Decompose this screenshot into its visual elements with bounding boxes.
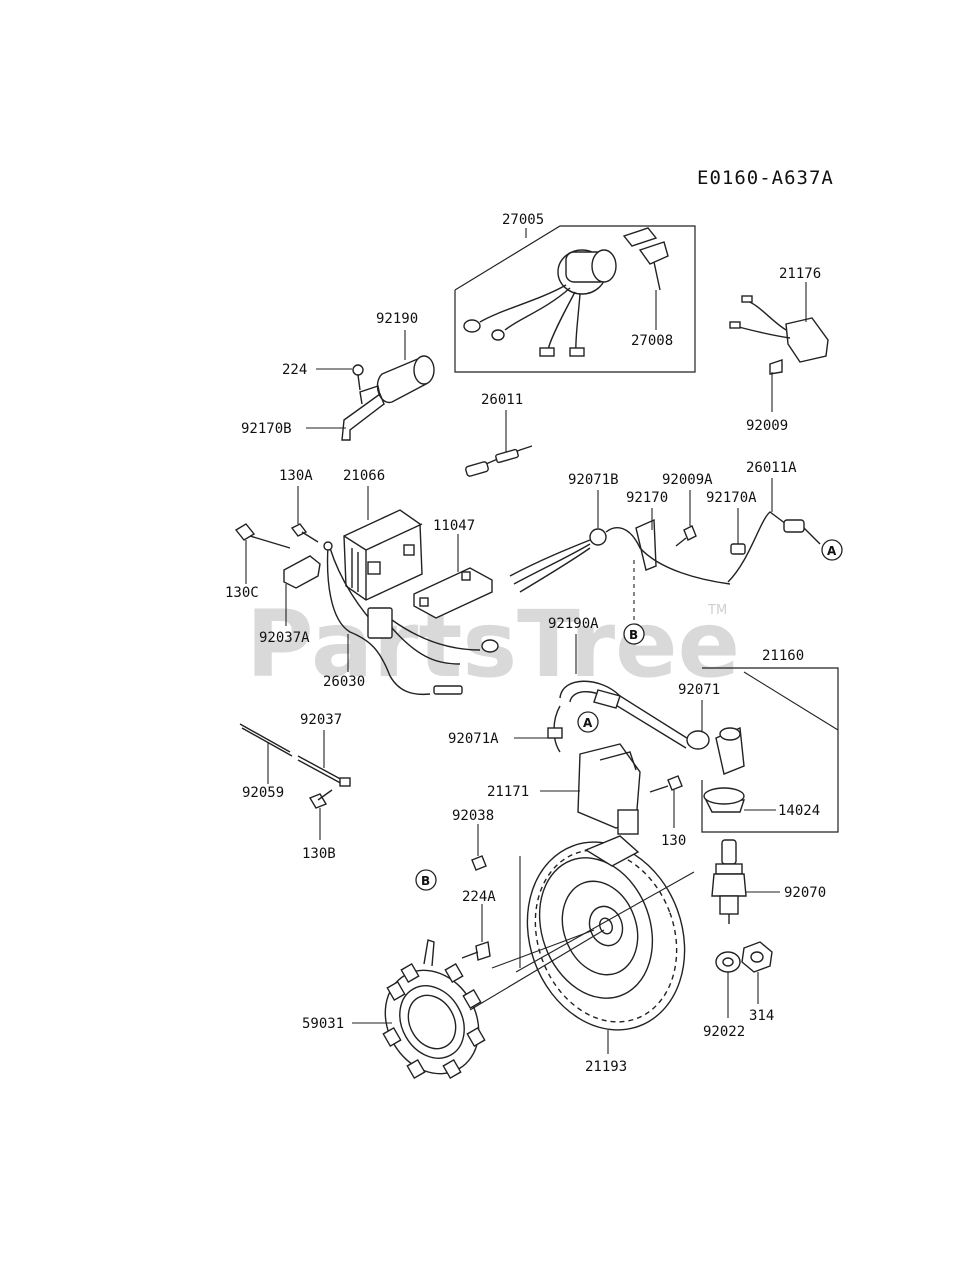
ref-circle-a-top: A xyxy=(821,539,843,561)
part-130-bolt[interactable] xyxy=(649,775,683,793)
label-59031: 59031 xyxy=(302,1016,344,1032)
part-21176-module[interactable] xyxy=(729,295,829,375)
part-21171-ignition-coil[interactable] xyxy=(547,705,641,835)
label-92022: 92022 xyxy=(703,1024,745,1040)
part-224A-screw[interactable] xyxy=(461,941,491,961)
ref-circle-b-lower: B xyxy=(415,869,437,891)
label-27008: 27008 xyxy=(631,333,673,349)
part-92038-key[interactable] xyxy=(471,855,487,871)
label-92190A: 92190A xyxy=(548,616,599,632)
watermark-trademark: TM xyxy=(707,603,727,618)
label-92009: 92009 xyxy=(746,418,788,434)
part-92022-washer[interactable] xyxy=(715,951,741,973)
label-92037: 92037 xyxy=(300,712,342,728)
ref-circle-b-upper: B xyxy=(623,623,645,645)
part-59031-stator[interactable] xyxy=(367,939,497,1091)
part-21160-plug-cap-group xyxy=(701,667,839,833)
part-26011A-lead[interactable] xyxy=(727,511,821,583)
label-21176: 21176 xyxy=(779,266,821,282)
label-92038: 92038 xyxy=(452,808,494,824)
part-130B-bolt[interactable] xyxy=(308,789,333,809)
label-26011: 26011 xyxy=(481,392,523,408)
label-92071A: 92071A xyxy=(448,731,499,747)
part-92170-clamp[interactable] xyxy=(605,518,731,585)
label-130: 130 xyxy=(661,833,686,849)
part-92009A-screw[interactable] xyxy=(675,525,697,547)
label-224A: 224A xyxy=(462,889,496,905)
svg-text:B: B xyxy=(629,628,638,642)
label-92037A: 92037A xyxy=(259,630,310,646)
part-26011-lead-wire[interactable] xyxy=(465,445,533,477)
key-switch-assembly[interactable] xyxy=(454,225,696,373)
part-92070-spark-plug[interactable] xyxy=(711,839,747,924)
svg-text:B: B xyxy=(421,874,430,888)
part-92059-pin[interactable] xyxy=(239,723,293,757)
label-21160: 21160 xyxy=(762,648,804,664)
part-92190-capacitor[interactable] xyxy=(376,355,435,404)
part-130A-bolt[interactable] xyxy=(290,523,319,543)
part-130C-bolt[interactable] xyxy=(234,523,291,549)
part-plug-cap[interactable] xyxy=(715,726,745,775)
label-92070: 92070 xyxy=(784,885,826,901)
part-11047-bracket[interactable] xyxy=(413,567,493,619)
ref-circle-a-lower: A xyxy=(577,711,599,733)
label-26030: 26030 xyxy=(323,674,365,690)
svg-text:A: A xyxy=(583,716,593,730)
label-224: 224 xyxy=(282,362,307,378)
label-11047: 11047 xyxy=(433,518,475,534)
part-14024-cap-boot[interactable] xyxy=(703,787,745,813)
label-130A: 130A xyxy=(279,468,313,484)
label-92170B: 92170B xyxy=(241,421,292,437)
label-92170: 92170 xyxy=(626,490,668,506)
label-314: 314 xyxy=(749,1008,774,1024)
part-92071-grommet[interactable] xyxy=(686,730,710,750)
label-14024: 14024 xyxy=(778,803,820,819)
part-92071B-grommet[interactable] xyxy=(509,528,607,593)
part-92190A-hightension-lead[interactable] xyxy=(559,680,691,749)
label-21193: 21193 xyxy=(585,1059,627,1075)
part-314-nut[interactable] xyxy=(741,941,773,973)
part-21066-regulator[interactable] xyxy=(343,509,423,601)
part-224-screw[interactable] xyxy=(352,364,364,391)
label-130C: 130C xyxy=(225,585,259,601)
label-92071B: 92071B xyxy=(568,472,619,488)
label-92009A: 92009A xyxy=(662,472,713,488)
part-92170A-clip[interactable] xyxy=(730,543,746,555)
part-21193-flywheel[interactable] xyxy=(502,820,711,1052)
label-92059: 92059 xyxy=(242,785,284,801)
diagram-code: E0160-A637A xyxy=(697,167,834,189)
label-92170A: 92170A xyxy=(706,490,757,506)
label-21066: 21066 xyxy=(343,468,385,484)
label-130B: 130B xyxy=(302,846,336,862)
label-26011A: 26011A xyxy=(746,460,797,476)
label-92190: 92190 xyxy=(376,311,418,327)
part-26030-harness[interactable] xyxy=(323,541,499,696)
label-27005: 27005 xyxy=(502,212,544,228)
part-92037-rod[interactable] xyxy=(297,755,351,787)
part-92170B-bracket[interactable] xyxy=(341,385,385,441)
svg-text:A: A xyxy=(827,544,837,558)
label-92071: 92071 xyxy=(678,682,720,698)
label-21171: 21171 xyxy=(487,784,529,800)
part-92037A-clamp[interactable] xyxy=(283,555,321,589)
